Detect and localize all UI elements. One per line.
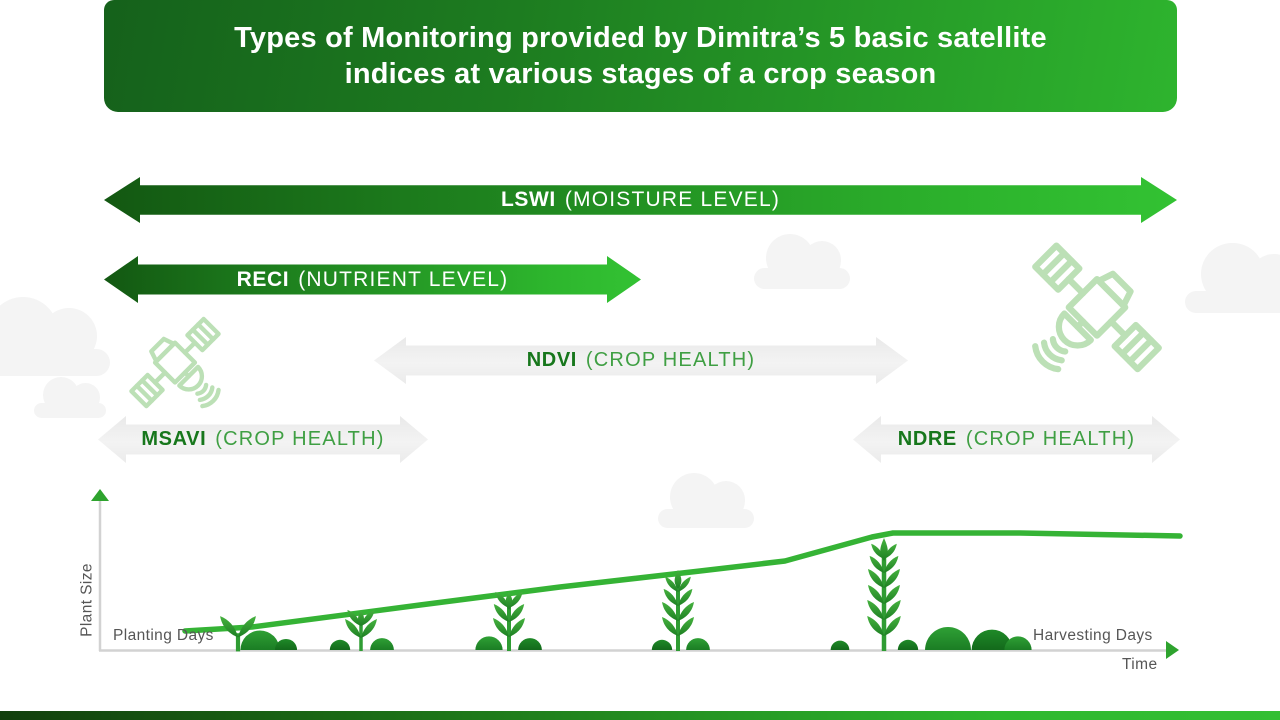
- growth-line: [182, 530, 1183, 634]
- cloud-right-edge: [1185, 242, 1280, 313]
- cloud-left-small: [34, 376, 106, 418]
- page-title-line1: Types of Monitoring provided by Dimitra’…: [234, 22, 1047, 54]
- index-qualifier: (MOISTURE LEVEL): [564, 188, 781, 211]
- index-qualifier: (CROP HEALTH): [965, 428, 1136, 450]
- index-name: RECI: [236, 267, 290, 291]
- harvesting-days-label: Harvesting Days: [1033, 627, 1153, 644]
- time-axis-label: Time: [1122, 656, 1158, 673]
- arrow-ndvi-label: NDVI (CROP HEALTH): [374, 337, 908, 384]
- y-axis-label: Plant Size: [78, 563, 96, 637]
- header-banner: Types of Monitoring provided by Dimitra’…: [104, 0, 1177, 112]
- cloud-top-middle: [754, 233, 850, 289]
- index-qualifier: (NUTRIENT LEVEL): [298, 267, 509, 291]
- index-name: MSAVI: [141, 428, 207, 450]
- x-axis-arrowhead-icon: [1166, 641, 1179, 659]
- arrow-msavi-label: MSAVI (CROP HEALTH): [98, 416, 428, 463]
- index-name: LSWI: [500, 188, 556, 211]
- index-name: NDVI: [526, 349, 577, 371]
- index-name: NDRE: [897, 428, 957, 450]
- arrow-reci-label: RECI (NUTRIENT LEVEL): [104, 256, 641, 303]
- bottom-accent-bar: [0, 711, 1280, 720]
- y-axis-arrowhead-icon: [91, 489, 109, 501]
- crop-illustrations: [220, 538, 1032, 651]
- index-qualifier: (CROP HEALTH): [585, 349, 756, 371]
- arrow-lswi-label: LSWI (MOISTURE LEVEL): [104, 177, 1177, 223]
- arrow-ndre-label: NDRE (CROP HEALTH): [853, 416, 1180, 463]
- cloud-left-large: [0, 296, 110, 376]
- planting-days-label: Planting Days: [113, 627, 214, 644]
- index-qualifier: (CROP HEALTH): [215, 428, 385, 450]
- cloud-above-chart: [658, 473, 754, 528]
- page-title-line2: indices at various stages of a crop seas…: [344, 58, 937, 90]
